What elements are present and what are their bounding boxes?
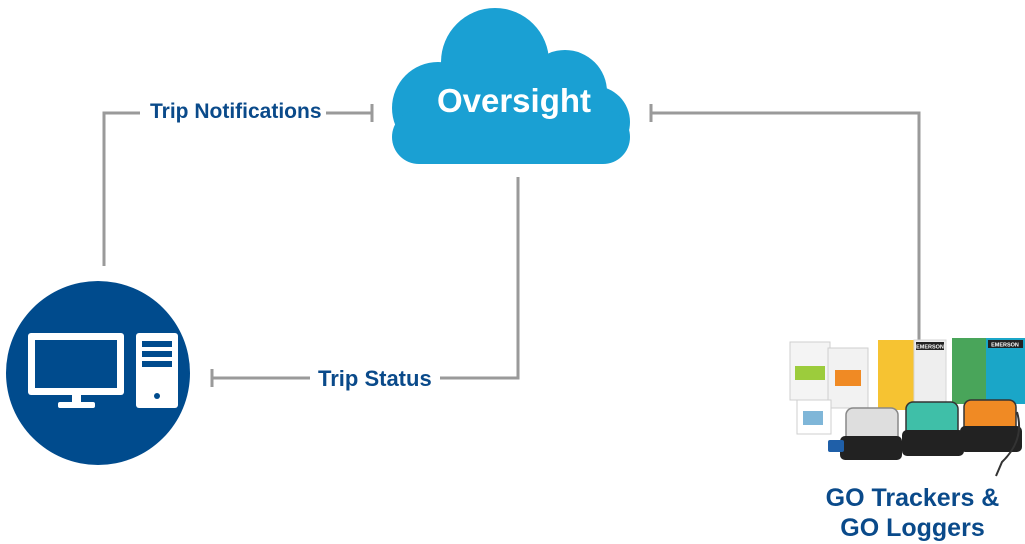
go-devices-image: EMERSON EMERSON	[789, 338, 1025, 477]
trip-status-label: Trip Status	[318, 366, 432, 391]
card-brand-text: EMERSON	[916, 345, 944, 351]
trip-notifications-label: Trip Notifications	[150, 100, 322, 123]
trip-status-connector	[210, 177, 520, 387]
go-devices-label-line1: GO Trackers &	[825, 484, 1000, 512]
cloud-icon	[392, 8, 630, 164]
go-devices-label-line2: GO Loggers	[840, 513, 985, 542]
go-devices-label: GO Trackers & GO Loggers	[800, 484, 1025, 543]
oversight-label: Oversight	[436, 82, 592, 119]
trip-notifications-connector	[102, 104, 374, 266]
device-connector	[649, 104, 921, 340]
card-brand-text: EMERSON	[991, 343, 1019, 349]
desktop-computer-icon	[6, 281, 190, 465]
